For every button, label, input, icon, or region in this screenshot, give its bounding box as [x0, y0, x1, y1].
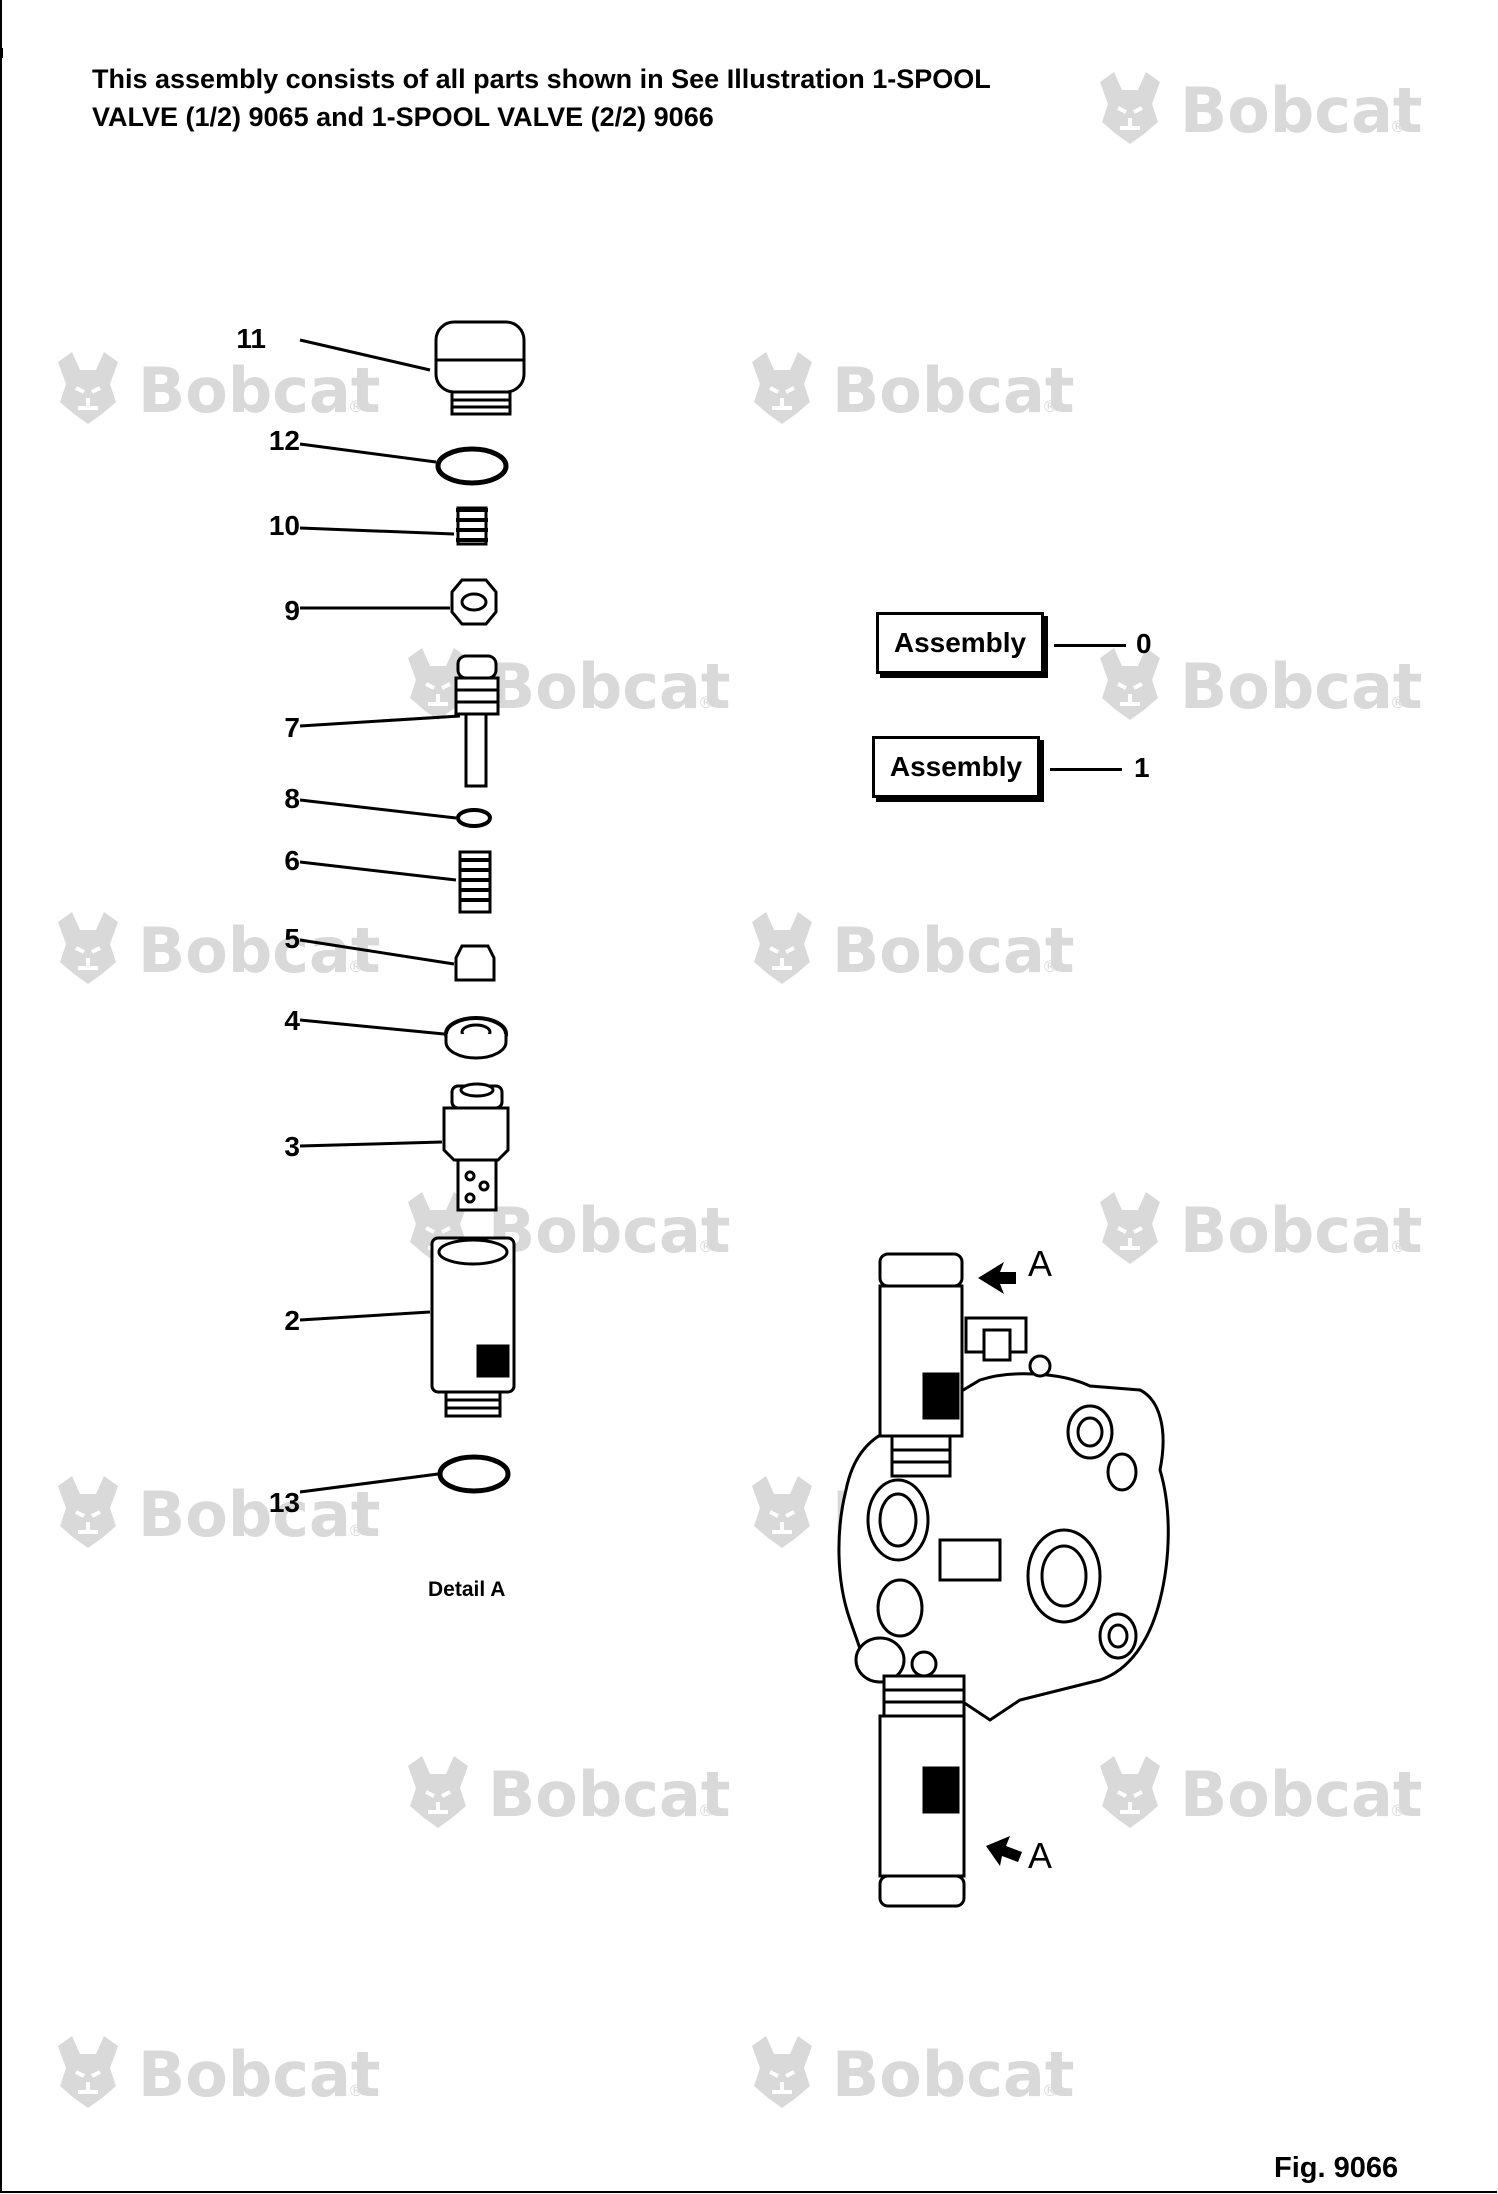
exploded-parts [430, 320, 526, 1494]
bobcat-logo-icon [1098, 1754, 1425, 1833]
part-2-housing [430, 1236, 516, 1418]
callout-3: 3 [284, 1131, 300, 1162]
assembly-description: This assembly consists of all parts show… [92, 60, 1092, 136]
description-line-2: VALVE (1/2) 9065 and 1-SPOOL VALVE (2/2)… [92, 102, 714, 132]
callout-4: 4 [284, 1005, 300, 1036]
part-3-sleeve [442, 1082, 510, 1212]
bobcat-logo-icon [750, 2034, 1077, 2113]
assembly-leader-0 [1054, 644, 1126, 647]
callout-9: 9 [284, 595, 300, 626]
bobcat-logo-icon [750, 910, 1077, 989]
callout-6: 6 [284, 845, 300, 876]
part-12-o-ring [435, 446, 509, 486]
bobcat-logo-icon [56, 350, 383, 429]
callout-11: 11 [236, 323, 266, 354]
callout-8: 8 [284, 783, 300, 814]
view-marker-bottom: A [1028, 1835, 1052, 1876]
callout-10: 10 [269, 510, 300, 541]
corner-mark [0, 48, 3, 58]
part-6-spring [458, 850, 492, 914]
callout-12: 12 [269, 425, 300, 456]
part-13-o-ring [437, 1454, 511, 1494]
bobcat-logo-icon [406, 1754, 733, 1833]
assembly-code-1: 1 [1134, 752, 1150, 783]
assembly-code-0: 0 [1136, 628, 1152, 659]
assembly-leader-1 [1050, 768, 1122, 771]
arrow-left-icon [978, 1262, 1016, 1294]
arrow-left-icon [986, 1836, 1022, 1866]
part-8-o-ring [456, 808, 492, 828]
leader-lines [299, 338, 461, 1494]
assembly-label: Assembly [889, 751, 1023, 782]
bobcat-logo-icon [56, 910, 383, 989]
view-marker-top: A [1028, 1243, 1052, 1284]
callout-13: 13 [269, 1487, 300, 1518]
callout-2: 2 [284, 1305, 300, 1336]
detail-label: Detail A [428, 1578, 506, 1601]
view-arrows: A A [978, 1243, 1052, 1876]
bobcat-logo-icon [750, 350, 1077, 429]
callout-7: 7 [284, 712, 300, 743]
part-4-washer [444, 1016, 508, 1060]
part-10-spring [456, 506, 488, 546]
description-line-1: This assembly consists of all parts show… [92, 64, 991, 94]
part-7-poppet [454, 654, 500, 788]
assembly-label: Assembly [893, 627, 1027, 658]
assembly-box-1[interactable]: Assembly [872, 736, 1040, 798]
part-9-nut [450, 578, 498, 626]
figure-label: Fig. 9066 [1274, 2152, 1399, 2184]
bobcat-logo-icon [1098, 70, 1425, 149]
part-11-plug [434, 320, 526, 416]
watermark-layer [56, 70, 1425, 2113]
assembly-box-0[interactable]: Assembly [876, 612, 1044, 674]
bobcat-logo-icon [56, 2034, 383, 2113]
part-5-seat [454, 944, 496, 982]
valve-body-illustration [837, 1252, 1170, 1908]
bobcat-logo-icon [1098, 1190, 1425, 1269]
callout-labels: 11 12 10 9 7 8 6 5 4 3 2 13 [236, 323, 300, 1518]
callout-5: 5 [284, 923, 300, 954]
